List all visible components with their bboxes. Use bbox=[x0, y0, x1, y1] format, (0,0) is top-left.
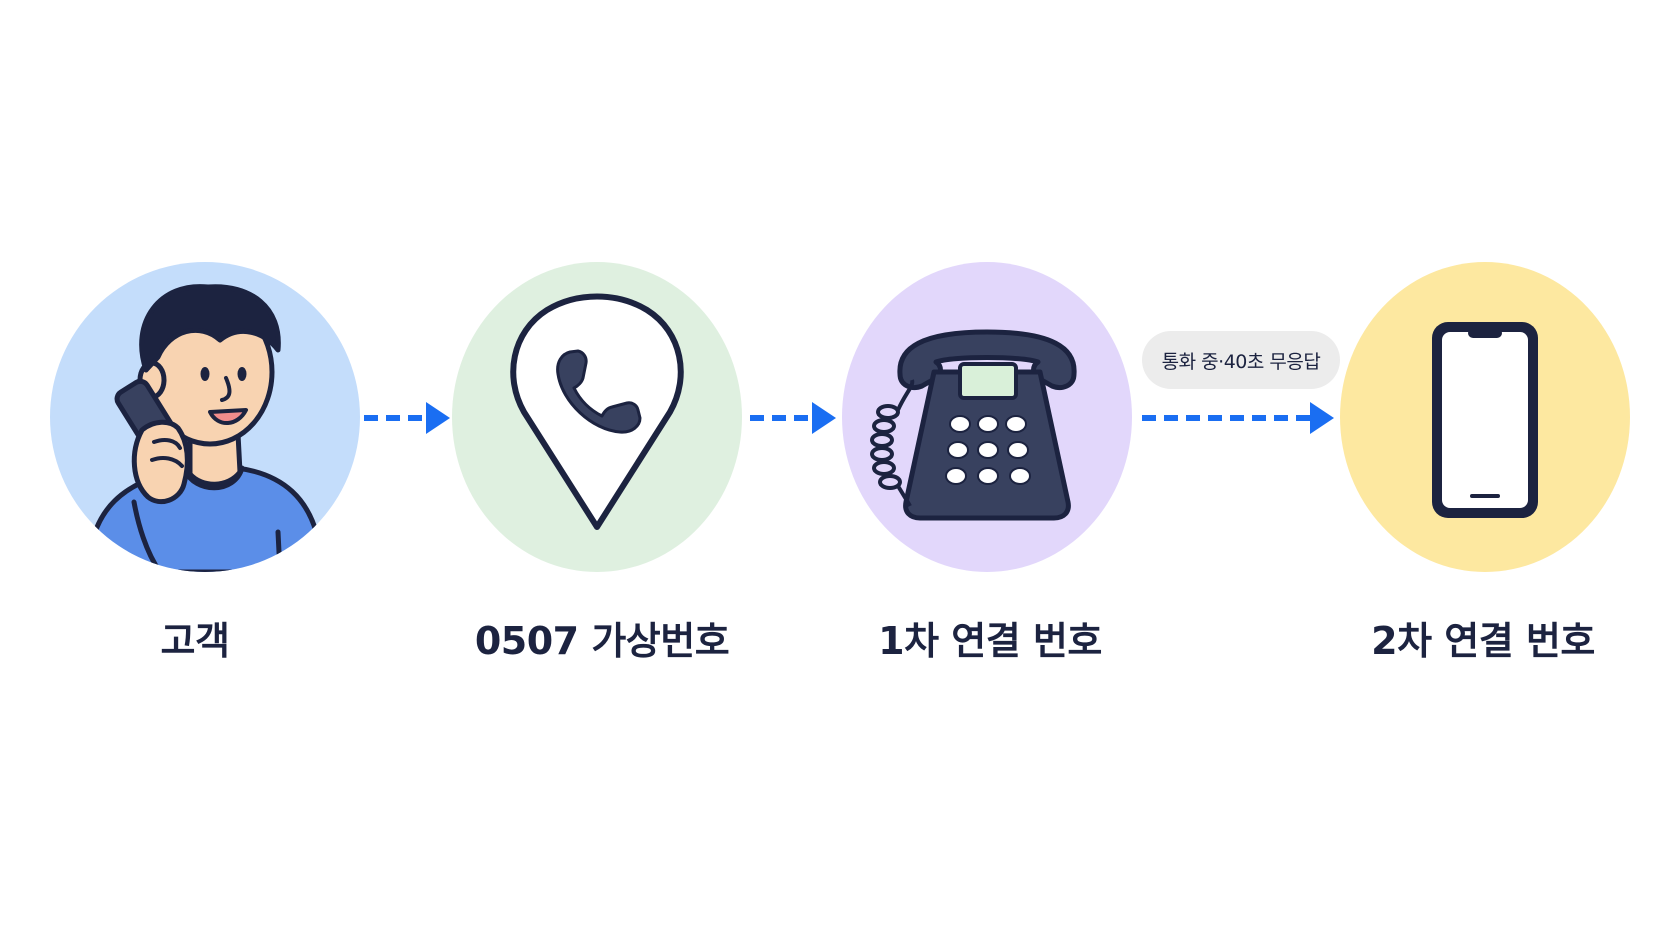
phone-location-pin-icon bbox=[452, 262, 742, 572]
desk-telephone-icon bbox=[842, 262, 1132, 572]
smartphone-icon bbox=[1340, 262, 1630, 572]
step-label-virtual-number: 0507 가상번호 bbox=[474, 619, 730, 663]
customer-node bbox=[50, 262, 360, 572]
flow-arrow-2 bbox=[748, 400, 838, 436]
flow-arrow-3 bbox=[1140, 400, 1336, 436]
secondary-connection-node bbox=[1340, 262, 1630, 572]
virtual-number-node bbox=[452, 262, 742, 572]
transfer-condition-badge: 통화 중·40초 무응답 bbox=[1142, 331, 1340, 389]
step-label-secondary-connection: 2차 연결 번호 bbox=[1371, 619, 1595, 663]
step-label-primary-connection: 1차 연결 번호 bbox=[878, 619, 1102, 663]
person-on-phone-icon bbox=[50, 262, 360, 572]
primary-connection-node bbox=[842, 262, 1132, 572]
step-label-customer: 고객 bbox=[160, 619, 230, 663]
flow-arrow-1 bbox=[362, 400, 452, 436]
